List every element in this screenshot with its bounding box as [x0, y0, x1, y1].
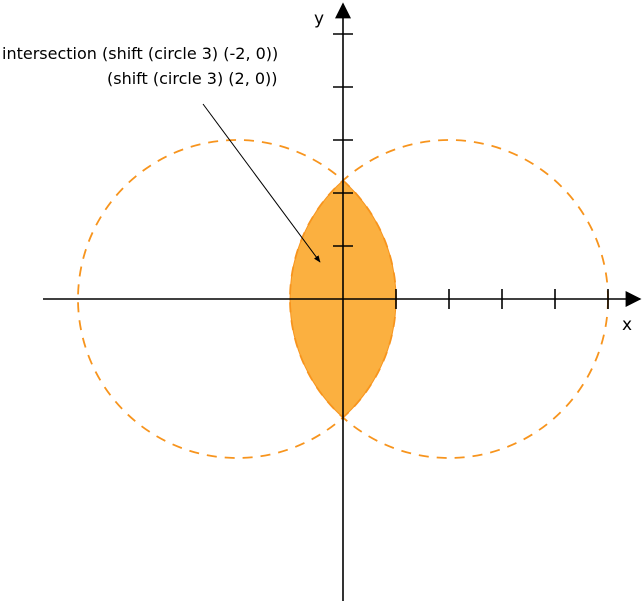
y-axis-label: y — [314, 9, 324, 29]
x-axis-label: x — [622, 315, 632, 335]
y-axis-ticks — [333, 33, 353, 247]
annotation-pointer — [202, 103, 321, 263]
annotation-line-1: intersection (shift (circle 3) (-2, 0)) — [2, 44, 278, 63]
annotation-line-2: (shift (circle 3) (2, 0)) — [107, 69, 278, 88]
x-axis-ticks — [395, 289, 609, 309]
